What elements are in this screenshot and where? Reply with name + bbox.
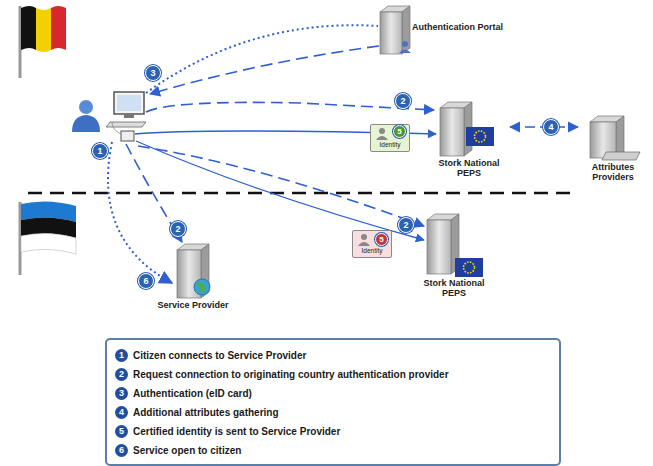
node-label: Stork National PEPS [414, 278, 494, 298]
legend-number: 2 [115, 368, 128, 381]
legend-text: Certified identity is sent to Service Pr… [133, 426, 340, 437]
server-node: Stork National PEPS [428, 100, 510, 181]
callout-number: 2 [398, 217, 414, 233]
callout-number: 6 [138, 273, 154, 289]
service-provider-server [177, 244, 210, 298]
peps-server [440, 102, 494, 156]
peps-server [427, 214, 483, 277]
legend-number: 1 [115, 349, 128, 362]
person-icon [375, 127, 389, 141]
callout-number: 5 [393, 125, 406, 138]
legend-text: Request connection to originating countr… [133, 369, 449, 380]
auth-portal-server [380, 6, 411, 54]
node-label: Authentication Portal [412, 22, 512, 32]
legend-text: Authentication (eID card) [133, 388, 252, 399]
legend-row: 1 Citizen connects to Service Provider [115, 346, 551, 365]
legend-text: Citizen connects to Service Provider [133, 350, 306, 361]
flow-lines [108, 25, 436, 283]
legend-row: 5 Certified identity is sent to Service P… [115, 422, 551, 441]
legend-text: Service open to citizen [133, 445, 241, 456]
citizen-figure [72, 92, 146, 141]
node-label: Identity [371, 141, 409, 148]
server-node: Stork National PEPS [414, 212, 494, 301]
belgian-flag [20, 6, 66, 78]
server-node: Service Provider [155, 242, 231, 313]
legend-row: 3 Authentication (eID card) [115, 384, 551, 403]
legend-number: 5 [115, 425, 128, 438]
legend-box: 1 Citizen connects to Service Provider 2 Re… [105, 338, 561, 466]
callout-number: 1 [92, 143, 108, 159]
callout-number: 2 [170, 221, 186, 237]
callout-number: 4 [543, 119, 559, 135]
node-label: Stork National PEPS [428, 158, 510, 178]
attributes-server [590, 116, 640, 160]
legend-row: 6 Service open to citizen [115, 441, 551, 460]
server-node: Authentication Portal [412, 22, 512, 35]
node-label: Service Provider [155, 300, 231, 310]
person-icon [357, 233, 371, 247]
legend-text: Additional attributes gathering [133, 407, 279, 418]
callout-number: 3 [145, 65, 161, 81]
server-node: Attributes Providers [578, 112, 648, 185]
callout-number: 2 [395, 93, 411, 109]
node-label: Attributes Providers [578, 162, 648, 182]
legend-row: 4 Additional attributes gathering [115, 403, 551, 422]
legend-number: 4 [115, 406, 128, 419]
estonian-flag [20, 201, 76, 275]
callout-number: 5 [375, 233, 388, 246]
legend-number: 6 [115, 444, 128, 457]
legend-row: 2 Request connection to originating count… [115, 365, 551, 384]
node-label: Identity [353, 247, 391, 254]
legend-number: 3 [115, 387, 128, 400]
